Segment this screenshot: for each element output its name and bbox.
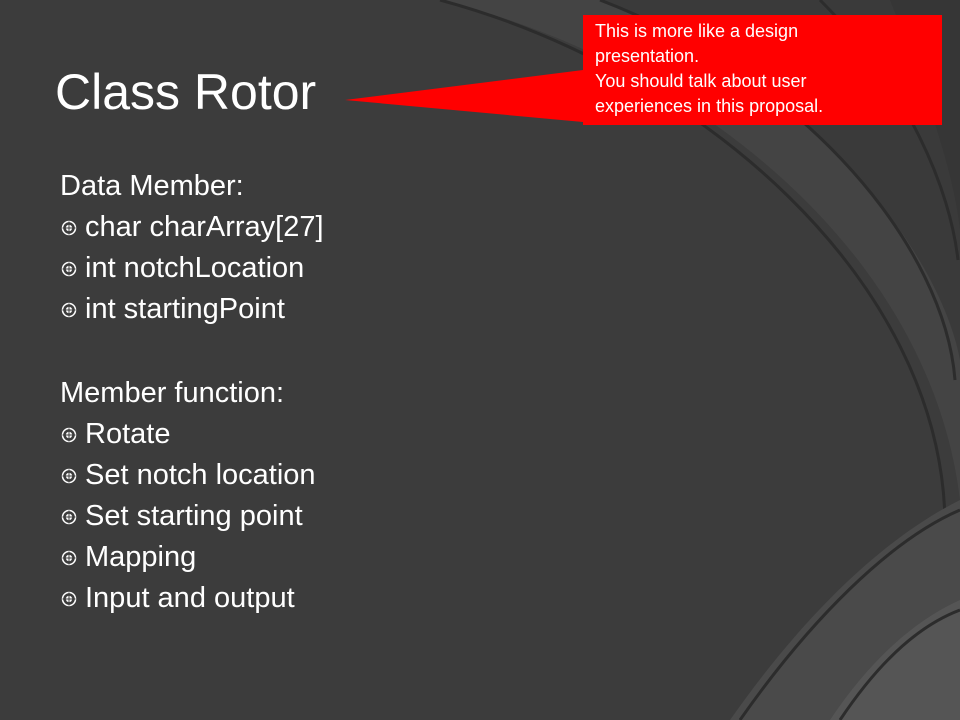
section-heading-member-function: Member function: [60,377,285,409]
list-item-text: Set starting point [85,500,303,532]
section-heading-data-member: Data Member: [60,170,244,202]
list-item-text: int startingPoint [85,293,285,325]
list-item: Rotate [60,414,580,455]
comment-line: This is more like a design [595,21,799,41]
list-item-text: Set notch location [85,459,316,491]
circled-plus-bullet-icon [61,468,77,483]
circled-plus-bullet-icon [61,591,77,606]
comment-callout-pointer [345,70,583,122]
comment-line: You should talk about user [595,71,807,91]
list-item-text: Rotate [85,418,171,450]
review-comment-callout: This is more like a design presentation.… [583,15,942,125]
list-item: int notchLocation [60,248,580,289]
list-item-text: char charArray[27] [85,211,324,243]
list-item-text: Mapping [85,541,197,573]
list-item: Mapping [60,537,580,578]
list-item: char charArray[27] [60,207,580,248]
slide-content: Data Member: char charArray[27] int notc… [60,166,580,619]
list-item: Set notch location [60,455,580,496]
circled-plus-bullet-icon [61,261,77,276]
list-item: int startingPoint [60,289,580,330]
circled-plus-bullet-icon [61,427,77,442]
comment-line: presentation. [595,46,700,66]
section-spacer [60,330,580,373]
list-item-text: Input and output [85,582,295,614]
comment-line: experiences in this proposal. [595,96,824,116]
slide-title: Class Rotor [55,64,317,120]
list-item: Input and output [60,578,580,619]
list-item: Set starting point [60,496,580,537]
circled-plus-bullet-icon [61,302,77,317]
circled-plus-bullet-icon [61,550,77,565]
circled-plus-bullet-icon [61,509,77,524]
circled-plus-bullet-icon [61,220,77,235]
list-item-text: int notchLocation [85,252,305,284]
